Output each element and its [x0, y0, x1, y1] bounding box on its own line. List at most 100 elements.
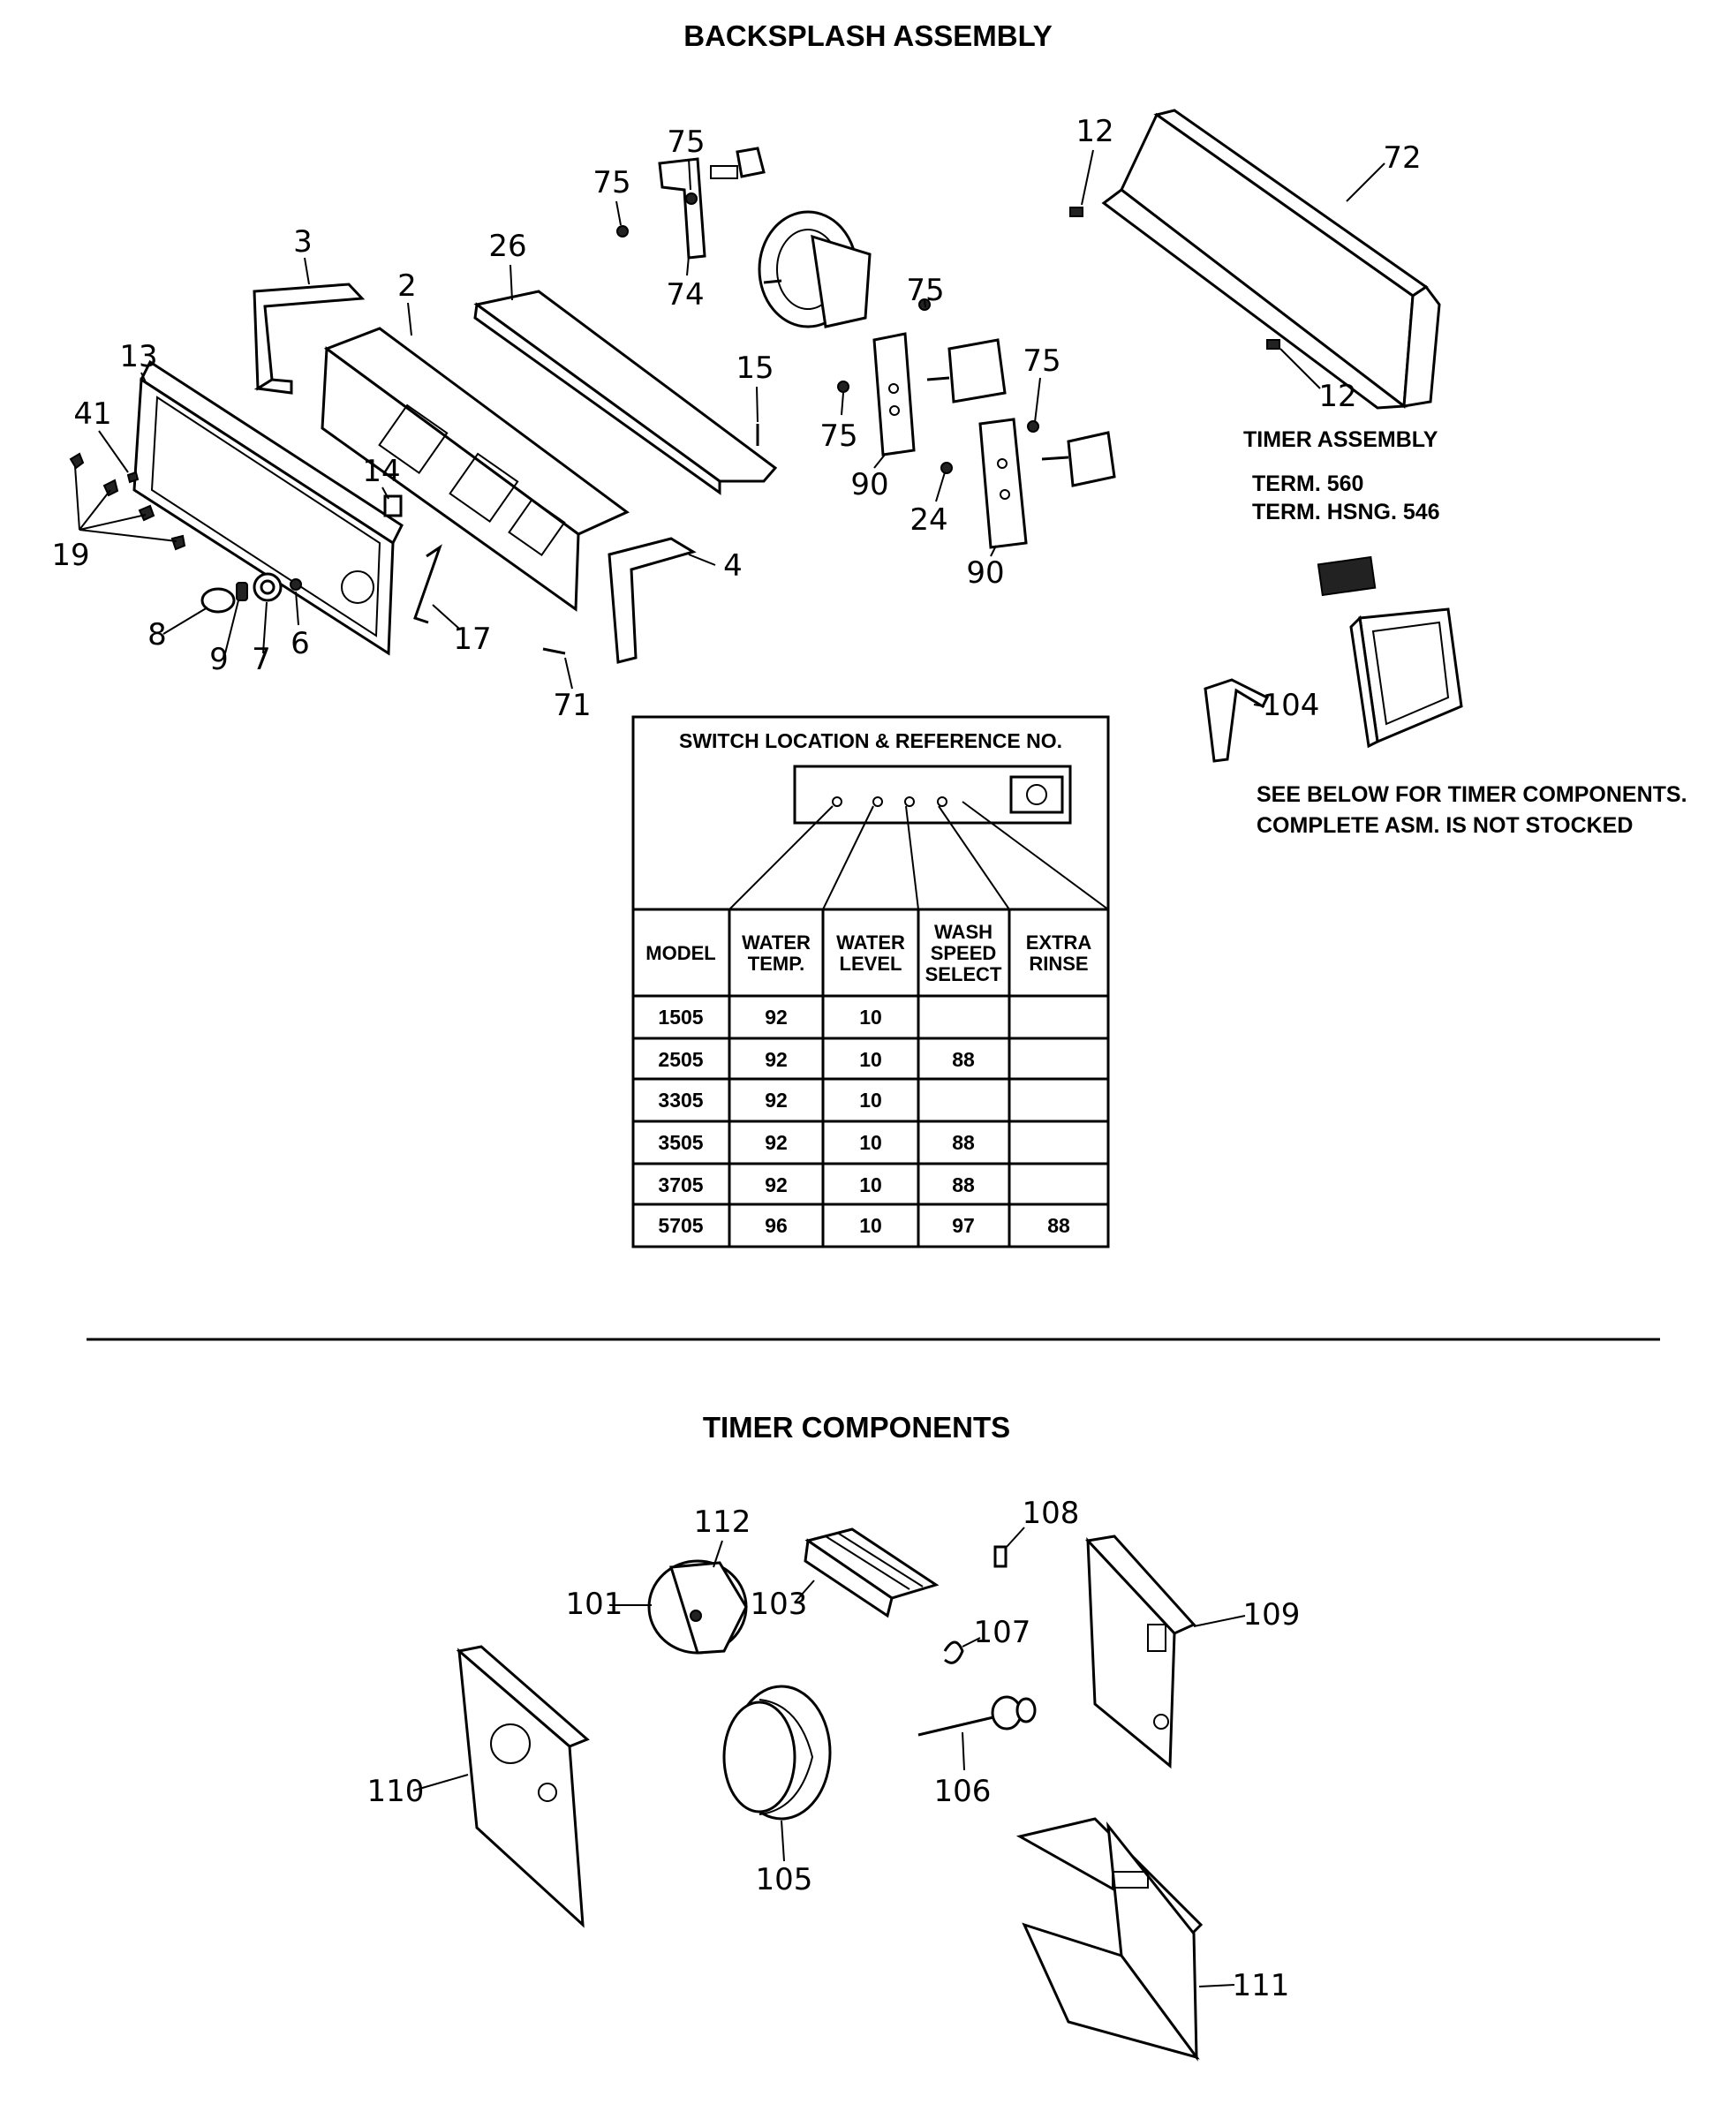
callout-12: 12: [1076, 114, 1113, 149]
knob-parts: [200, 572, 302, 614]
switch-panel-sketch: [793, 765, 1072, 825]
part-101-motor: [647, 1559, 748, 1655]
part-14-clip: [383, 494, 403, 517]
table-model-cell: 3505: [658, 1131, 703, 1154]
part-13-control-panel: [132, 359, 404, 656]
timer-unit: [758, 210, 872, 328]
callout-75: 75: [593, 165, 630, 200]
timer-component-callouts: 112 101 103 108 109 107 110 106 105 111: [367, 1496, 1301, 2003]
timer-terminal: [1317, 555, 1377, 597]
callout-90: 90: [850, 467, 888, 502]
callout-9: 9: [209, 642, 229, 677]
callout-104: 104: [1263, 688, 1320, 723]
callout-6: 6: [291, 626, 310, 661]
callout-109: 109: [1243, 1597, 1301, 1633]
part-12-clip-lower: [1266, 339, 1280, 350]
table-value-cell: 92: [765, 1089, 788, 1112]
callout-4: 4: [723, 548, 743, 584]
timer-note-line2: COMPLETE ASM. IS NOT STOCKED: [1257, 813, 1633, 838]
callout-26: 26: [488, 229, 526, 264]
table-value-cell: 88: [952, 1173, 975, 1196]
part-105-cam: [722, 1685, 832, 1821]
table-model-cell: 3305: [658, 1089, 703, 1112]
table-model-cell: 3705: [658, 1173, 703, 1196]
table-header-cell: WATER: [836, 931, 905, 954]
table-value-cell: 92: [765, 1173, 788, 1196]
part-110-frame: [456, 1645, 590, 1928]
part-103-terminal-block: [804, 1527, 940, 1618]
timer-housing: [1349, 607, 1463, 749]
table-value-cell: 92: [765, 1048, 788, 1071]
table-value-cell: 92: [765, 1131, 788, 1154]
callout-13: 13: [119, 339, 157, 374]
callout-72: 72: [1383, 140, 1421, 176]
callout-75: 75: [1023, 343, 1060, 379]
timer-components-title: TIMER COMPONENTS: [703, 1411, 1010, 1444]
callout-19: 19: [51, 538, 89, 573]
timer-dial-icon: [1009, 775, 1064, 814]
table-value-cell: 88: [1047, 1214, 1070, 1237]
callout-12: 12: [1318, 379, 1356, 414]
table-model-cell: 2505: [658, 1048, 703, 1071]
part-111-cover: [1015, 1817, 1204, 2062]
callout-7: 7: [252, 642, 271, 677]
table-header-cell: WASH: [934, 921, 993, 943]
table-value-cell: 10: [859, 1214, 882, 1237]
part-109-plate: [1084, 1535, 1196, 1769]
table-header-cell: RINSE: [1029, 953, 1088, 975]
table-value-cell: 97: [952, 1214, 975, 1237]
part-107-clip: [943, 1640, 964, 1664]
part-3-end-cap: [253, 283, 366, 395]
part-104-wire: [1204, 678, 1270, 763]
backsplash-assembly-title: BACKSPLASH ASSEMBLY: [683, 19, 1052, 52]
table-value-cell: 96: [765, 1214, 788, 1237]
part-90-switch-upper: [872, 332, 1007, 456]
callout-110: 110: [367, 1774, 425, 1809]
callout-75: 75: [667, 124, 705, 160]
callout-111: 111: [1233, 1968, 1290, 2003]
callout-15: 15: [736, 351, 774, 386]
table-model-cell: 1505: [658, 1006, 703, 1029]
part-17-strap: [413, 544, 442, 624]
callout-108: 108: [1023, 1496, 1080, 1531]
callout-112: 112: [694, 1504, 751, 1540]
table-value-cell: 10: [859, 1131, 882, 1154]
callout-105: 105: [756, 1862, 813, 1897]
table-header-cell: MODEL: [645, 942, 715, 964]
callout-41: 41: [73, 396, 111, 432]
timer-term-line2: TERM. HSNG. 546: [1252, 500, 1440, 524]
callout-75: 75: [819, 419, 857, 454]
callout-8: 8: [147, 617, 167, 652]
callout-2: 2: [397, 268, 417, 304]
table-value-cell: 88: [952, 1048, 975, 1071]
callout-17: 17: [453, 622, 491, 657]
switch-table-body: 1505 92 10 2505 92 10 88 3305 92 10 3505 92 10 88 3705…: [658, 1006, 1070, 1237]
part-2-backsplash-frame: [321, 327, 630, 612]
table-model-cell: 5705: [658, 1214, 703, 1237]
part-74-bracket: [658, 147, 766, 260]
part-71-screw: [542, 647, 566, 655]
table-header-cell: TEMP.: [748, 953, 804, 975]
part-108-contact: [993, 1545, 1008, 1568]
table-value-cell: 88: [952, 1131, 975, 1154]
part-90-switch-lower: [978, 418, 1116, 549]
table-value-cell: 10: [859, 1089, 882, 1112]
table-header-cell: EXTRA: [1026, 931, 1092, 954]
table-header-cell: SPEED: [931, 942, 997, 964]
switch-table-title: SWITCH LOCATION & REFERENCE NO.: [679, 729, 1062, 752]
table-value-cell: 10: [859, 1173, 882, 1196]
callout-14: 14: [362, 454, 400, 489]
callout-107: 107: [974, 1615, 1031, 1650]
callouts: 75 75 74 12 72 3 26 2 13 15 75 75 75 41 …: [51, 114, 1421, 723]
table-header-cell: SELECT: [925, 963, 1002, 985]
timer-note-line1: SEE BELOW FOR TIMER COMPONENTS.: [1257, 782, 1687, 807]
timer-assembly-title: TIMER ASSEMBLY: [1243, 427, 1438, 452]
callout-103: 103: [751, 1587, 808, 1622]
table-value-cell: 92: [765, 1006, 788, 1029]
callout-24: 24: [910, 502, 947, 538]
part-4-end-cap: [608, 537, 697, 664]
part-12-clip-upper: [1069, 207, 1083, 217]
callout-74: 74: [666, 277, 704, 313]
